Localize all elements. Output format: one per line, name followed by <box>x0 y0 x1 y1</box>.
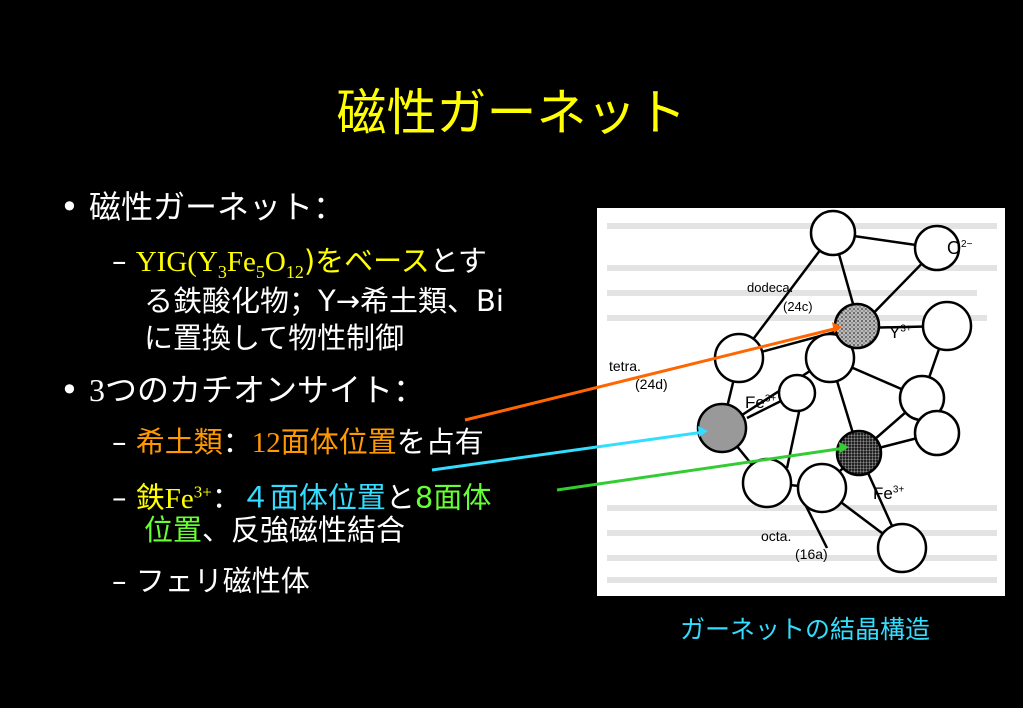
background-text-noise <box>607 223 997 583</box>
cyan-connector-line <box>431 430 705 472</box>
colon: ： <box>211 480 241 515</box>
green-connector-line <box>556 446 846 492</box>
o2-label: O2− <box>947 238 973 258</box>
yig-formula: YIG(Y3Fe5O12 <box>135 246 304 282</box>
24c-label: (24c) <box>783 299 813 314</box>
orange-arrowhead <box>832 322 842 333</box>
occupy-text: を占有 <box>396 425 484 459</box>
sub-item-1-line-2: る鉄酸化物；Y→希土類、Bi <box>144 284 504 318</box>
bullet-1: • 磁性ガーネット： <box>60 187 345 227</box>
dodeca-label: dodeca. <box>747 280 794 295</box>
bullet-dot: • <box>60 188 79 226</box>
slide-title: 磁性ガーネット <box>336 84 687 142</box>
ferrimagnet-text: フェリ磁性体 <box>135 564 310 598</box>
bullet-2-number: 3 <box>89 372 106 408</box>
bullet-1-text: 磁性ガーネット： <box>89 188 346 226</box>
yig-base-text: )をベース <box>303 244 430 278</box>
dash: – <box>112 564 127 598</box>
fe3-octa-label: Fe3+ <box>873 484 905 503</box>
tetra-label: tetra. <box>609 358 641 374</box>
dash: – <box>112 244 127 278</box>
tetra-site: ４面体位置 <box>240 480 386 515</box>
crystal-structure-drawing <box>607 209 997 583</box>
fe3-tetra-label: Fe3+ <box>745 393 777 412</box>
and-text: と <box>385 480 415 515</box>
bullet-2-text: つのカチオンサイト： <box>105 371 426 409</box>
fe3-tetra-cation <box>696 402 748 454</box>
bullet-2: • 3つのカチオンサイト： <box>60 370 425 410</box>
octa-site: 8面体 <box>414 480 492 515</box>
octa-label: octa. <box>761 528 792 544</box>
16a-label: (16a) <box>795 546 828 562</box>
octa-site-cont: 位置 <box>144 513 203 547</box>
oxygen-spheres <box>713 209 973 574</box>
y3-label: Y3+ <box>889 323 912 342</box>
dash: – <box>112 425 127 459</box>
twelve: 12 <box>251 427 281 459</box>
orange-connector-line <box>464 326 839 422</box>
sub-item-1-line-3: に置換して物性制御 <box>144 321 405 355</box>
sub-item-4: – フェリ磁性体 <box>112 563 310 600</box>
antiferro-text: 、反強磁性結合 <box>202 513 406 547</box>
sub-item-1-line-1: – YIG(Y3Fe5O12)をベースとす <box>112 243 487 291</box>
iron-label: 鉄 <box>135 480 165 515</box>
dash: – <box>112 480 127 515</box>
sub-item-3-line-2: 位置、反強磁性結合 <box>144 512 405 549</box>
rare-earth-label: 希土類 <box>135 425 223 459</box>
green-arrowhead <box>839 442 849 453</box>
figure-caption: ガーネットの結晶構造 <box>680 615 931 644</box>
sub-item-3-line-1: – 鉄Fe3+：４面体位置と8面体 <box>112 473 491 518</box>
24d-label: (24d) <box>635 376 668 392</box>
cyan-arrowhead <box>698 426 708 437</box>
fe3-octa-cation <box>835 429 883 477</box>
garnet-crystal-figure: O2− dodeca. (24c) Y3+ tetra. (24d) Fe3+ … <box>597 208 1005 596</box>
colon: ： <box>222 425 252 459</box>
dodeca-site: 面体位置 <box>280 425 397 459</box>
sub1-text-e: とす <box>429 244 487 278</box>
sub-item-2: – 希土類：12面体位置を占有 <box>112 424 484 462</box>
bullet-dot: • <box>60 371 79 409</box>
fe-ion: Fe3+ <box>164 482 212 515</box>
